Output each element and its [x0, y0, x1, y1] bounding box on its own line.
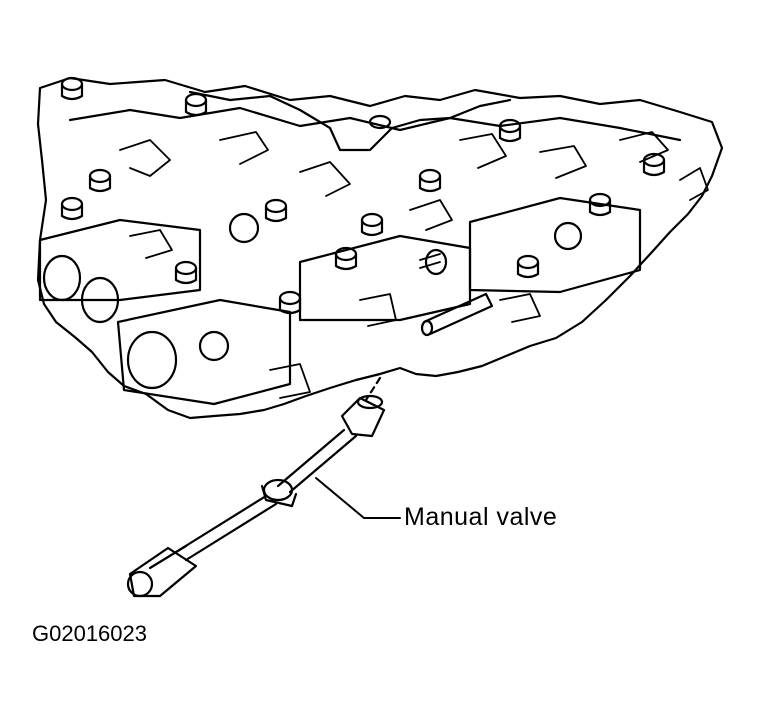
bore-opening-1 [42, 254, 82, 302]
rear-housing [468, 196, 642, 294]
bolt-bosses [60, 76, 666, 315]
bore-opening-6 [553, 221, 583, 251]
front-housing-middle [116, 298, 292, 406]
valve-body-outline [36, 76, 724, 420]
upper-plate-edge [68, 106, 682, 142]
bore-opening-3 [126, 330, 178, 390]
bore-opening-2 [80, 276, 120, 324]
bore-opening-4 [198, 330, 230, 362]
channel-details [119, 131, 709, 399]
manual-valve-spool [126, 394, 386, 598]
figure-id: G02016023 [32, 621, 147, 646]
front-housing-left [38, 218, 202, 302]
callout-leader-line [315, 477, 401, 519]
front-housing-right [298, 234, 472, 322]
manual-valve-inserted-end [422, 292, 494, 336]
gasket-contour [188, 90, 512, 152]
manual-valve-label: Manual valve [404, 503, 558, 531]
bore-opening-5 [228, 212, 260, 244]
manual-valve-bore [424, 248, 448, 276]
